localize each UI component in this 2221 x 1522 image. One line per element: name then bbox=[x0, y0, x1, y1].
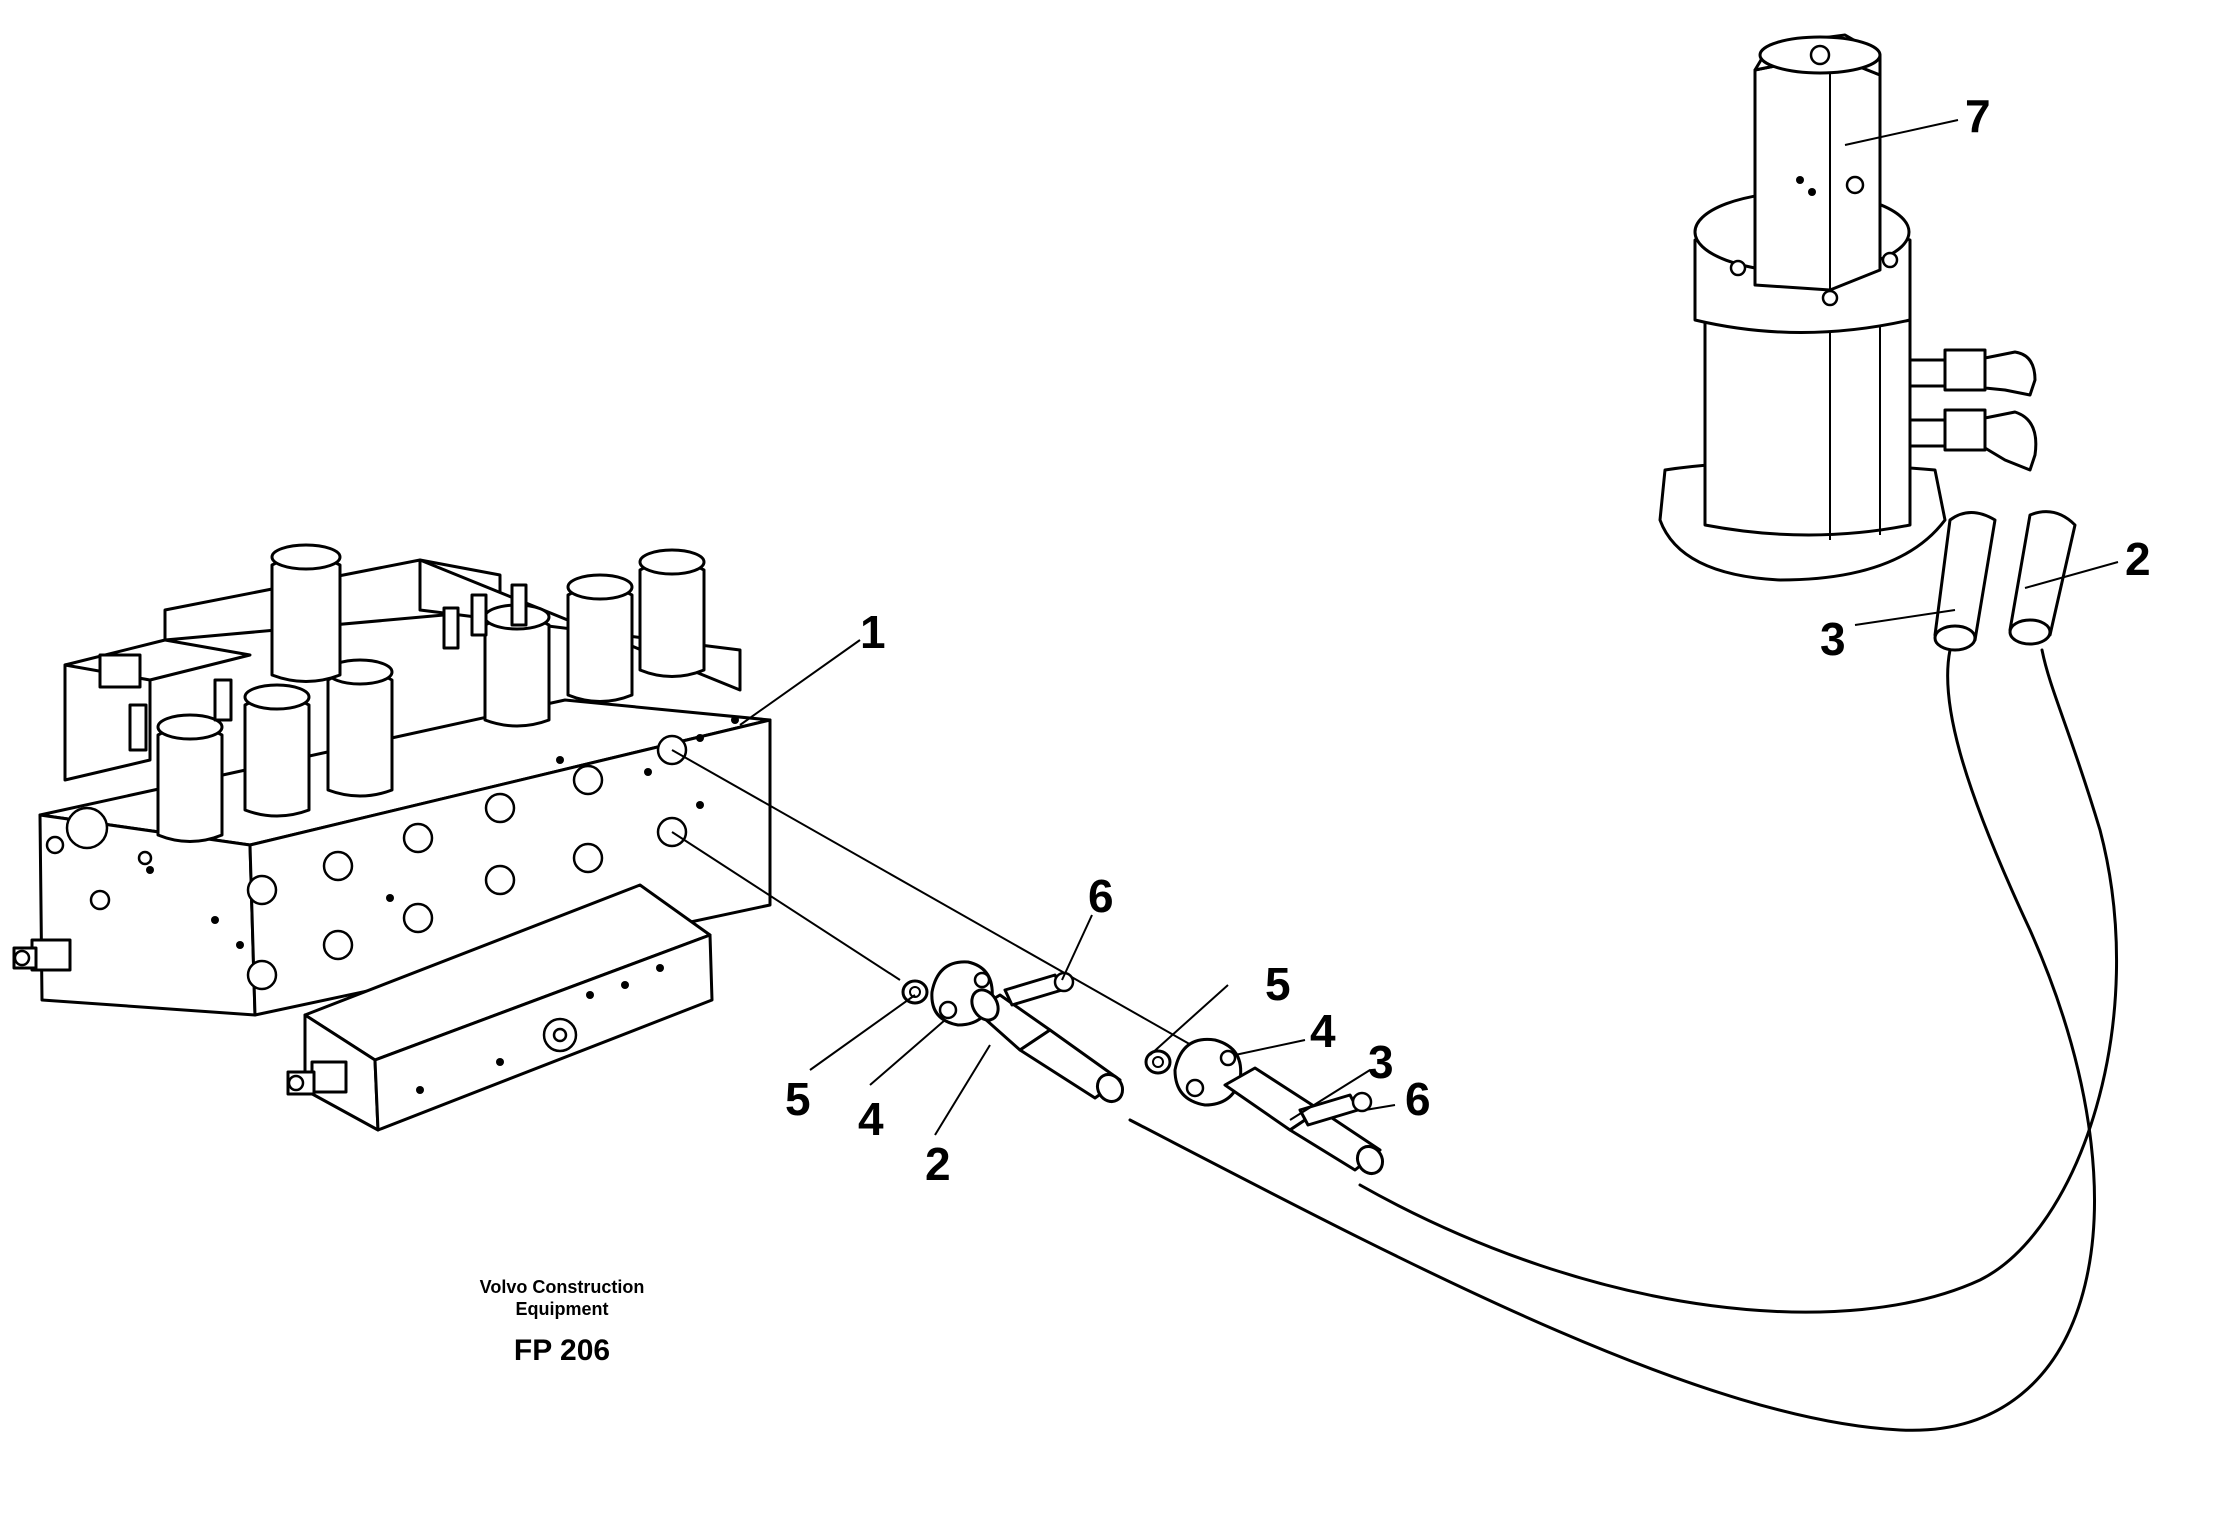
callout-1: 1 bbox=[860, 606, 886, 658]
fitting-assembly-b bbox=[1144, 1037, 1385, 1176]
figure-code: FP 206 bbox=[514, 1334, 610, 1367]
caption-block: Volvo Construction Equipment FP 206 bbox=[480, 1277, 645, 1367]
callout-4-fitting-a: 4 bbox=[858, 1093, 884, 1145]
port-pattern bbox=[146, 716, 739, 991]
hose-lines bbox=[671, 648, 2118, 1432]
leader-lines bbox=[739, 119, 2119, 1136]
seal-washer-b bbox=[1144, 1049, 1172, 1075]
callout-5-fitting-a: 5 bbox=[785, 1073, 811, 1125]
callout-5-fitting-b: 5 bbox=[1265, 958, 1291, 1010]
front-fitting bbox=[286, 1060, 348, 1096]
control-valve-block bbox=[12, 543, 772, 1132]
callout-3-fitting-b: 3 bbox=[1368, 1036, 1394, 1088]
rotary-swivel-joint bbox=[1658, 33, 2077, 652]
flange-screw-a bbox=[1003, 973, 1064, 1007]
swivel-hose-sleeves bbox=[1933, 510, 2077, 652]
caption-company-line2: Equipment bbox=[516, 1299, 609, 1319]
solenoid-coils bbox=[156, 543, 706, 843]
sub-plate-manifold bbox=[303, 883, 714, 1132]
callout-6-fitting-a: 6 bbox=[1088, 870, 1114, 922]
pilot-stems bbox=[65, 583, 528, 850]
callout-2-swivel: 2 bbox=[2125, 533, 2151, 585]
caption-company-line1: Volvo Construction bbox=[480, 1277, 645, 1297]
split-flange-b bbox=[1173, 1037, 1243, 1107]
callout-4-fitting-b: 4 bbox=[1310, 1005, 1336, 1057]
side-fitting-left bbox=[12, 938, 72, 972]
fitting-assembly-a bbox=[901, 960, 1125, 1104]
callout-2-fitting-a: 2 bbox=[925, 1138, 951, 1190]
callout-7: 7 bbox=[1965, 90, 1991, 142]
callout-6-fitting-b: 6 bbox=[1405, 1073, 1431, 1125]
swivel-side-fittings bbox=[1908, 348, 2038, 472]
callout-3-swivel: 3 bbox=[1820, 613, 1846, 665]
callout-labels: 1 2 2 3 3 4 4 5 5 6 6 7 bbox=[785, 90, 2151, 1190]
seal-washer-a bbox=[901, 979, 929, 1005]
